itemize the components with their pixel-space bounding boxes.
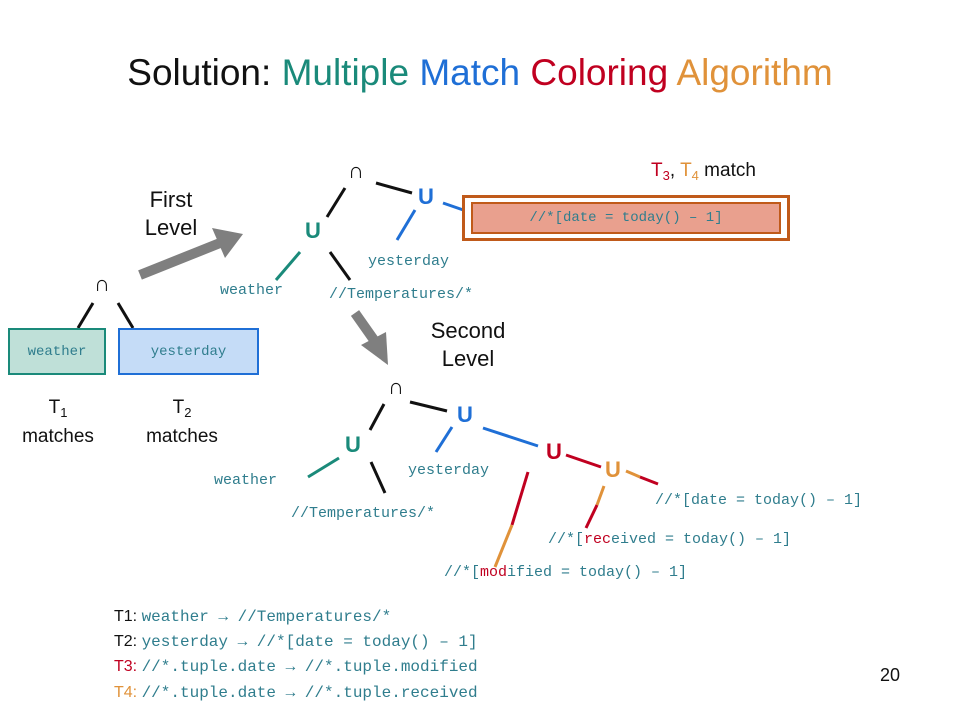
t4-letter: T [680,160,692,181]
l2-date-box: //*[date = today() – 1] [471,202,781,234]
t3-subscript: 3 [662,168,670,183]
legend-key-t2: T2: [114,633,138,650]
l1-intersect-op: ∩ [94,271,110,296]
t3-t4-match-label: T3, T4 match [651,160,756,183]
l2-intersect-op: ∩ [348,158,364,183]
yesterday-box: yesterday [118,328,259,375]
first-level-line2: Level [144,215,198,240]
l3-edge-u4-received-red [584,504,599,529]
l3-edge-root-right [409,400,448,413]
legend-key-t1: T1: [114,608,138,625]
title-word-match: Match [419,52,521,93]
title-word-coloring: Coloring [530,52,669,93]
first-level-line1: First [149,187,193,212]
l2-edge-root-right [375,181,413,195]
t2-matches-text: matches [146,426,218,447]
legend-row-t3: T3: //*.tuple.date → //*.tuple.modified [114,658,478,676]
l3-yesterday-label: yesterday [408,462,490,479]
received-highlight: rec [584,531,612,548]
l3-edge-root-left [368,403,386,431]
legend-value-t2: yesterday → //*[date = today() – 1] [141,633,478,651]
l3-union-op-left: U [345,432,361,457]
t2-letter: T [172,397,185,418]
l3-edge-u4-date-red [639,475,659,486]
t2-subscript: 2 [184,405,192,420]
second-level-label: Second Level [420,317,516,373]
l2-yesterday-label: yesterday [368,253,450,270]
legend-value-t4: //*.tuple.date → //*.tuple.received [141,684,478,702]
l3-edge-u3-modified-orange [493,524,514,568]
legend-row-t1: T1: weather → //Temperatures/* [114,608,391,626]
received-suffix: eived = today() – 1] [611,531,792,548]
l2-union-op-right: U [418,184,434,209]
l3-edge-u2-yesterday [434,426,454,453]
legend-value-t1: weather → //Temperatures/* [141,608,392,626]
second-level-arrow [350,310,379,343]
first-level-arrowhead [212,228,243,258]
title-prefix: Solution: [127,52,282,93]
modified-prefix: //*[ [444,564,481,581]
legend-key-t4: T4: [114,684,138,701]
l3-edge-u3-modified-red [510,471,530,526]
t3-letter: T [651,160,663,181]
l3-received-label: //*[received = today() – 1] [548,531,791,548]
l3-intersect-op: ∩ [388,374,404,399]
legend-value-t3: //*.tuple.date → //*.tuple.modified [141,658,478,676]
slide-title: Solution: Multiple Match Coloring Algori… [0,52,960,94]
second-level-arrowhead [361,332,388,365]
second-level-line1: Second [430,318,506,343]
l2-weather-label: weather [220,282,284,299]
l1-edge-right [116,302,135,329]
received-prefix: //*[ [548,531,585,548]
legend-row-t4: T4: //*.tuple.date → //*.tuple.received [114,684,478,702]
t1-subscript: 1 [60,405,68,420]
t1-matches-label: T1 matches [10,396,106,449]
t4-subscript: 4 [691,168,699,183]
l3-edge-u2-u3 [482,426,539,448]
l3-weather-label: weather [214,472,278,489]
first-level-arrow [138,238,222,280]
first-level-label: First Level [128,186,214,242]
l2-edge-root-left [325,187,347,218]
match-separator: , [669,160,681,181]
modified-suffix: ified = today() – 1] [507,564,688,581]
legend-key-t3: T3: [114,658,138,675]
t1-matches-text: matches [22,426,94,447]
title-word-algorithm: Algorithm [676,52,833,93]
l3-temperatures-label: //Temperatures/* [291,505,436,522]
l3-union-op-red: U [546,439,562,464]
t2-matches-label: T2 matches [134,396,230,449]
legend-row-t2: T2: yesterday → //*[date = today() – 1] [114,633,478,651]
title-word-multiple: Multiple [281,52,410,93]
t1-letter: T [48,397,61,418]
l3-union-op-blue: U [457,402,473,427]
weather-box: weather [8,328,106,375]
page-number: 20 [880,665,901,685]
l3-edge-u3-u4 [565,453,602,469]
second-level-line2: Level [441,346,495,371]
l2-edge-u-weather [274,251,302,281]
l3-edge-u-weather [307,456,340,479]
l3-modified-label: //*[modified = today() – 1] [444,564,687,581]
l2-union-op-left: U [305,218,321,243]
l3-union-op-orange: U [605,457,621,482]
l2-temperatures-label: //Temperatures/* [329,286,474,303]
modified-highlight: mod [480,564,508,581]
l2-edge-u2-yesterday [395,209,417,241]
l2-edge-u-temperatures [328,251,352,281]
l3-edge-u4-date-orange [625,469,641,479]
l1-edge-left [76,302,95,329]
l3-edge-u4-received-orange [595,485,606,506]
match-text: match [698,160,756,181]
l3-date-label: //*[date = today() – 1] [655,492,863,509]
l3-edge-u-temperatures [369,461,387,494]
